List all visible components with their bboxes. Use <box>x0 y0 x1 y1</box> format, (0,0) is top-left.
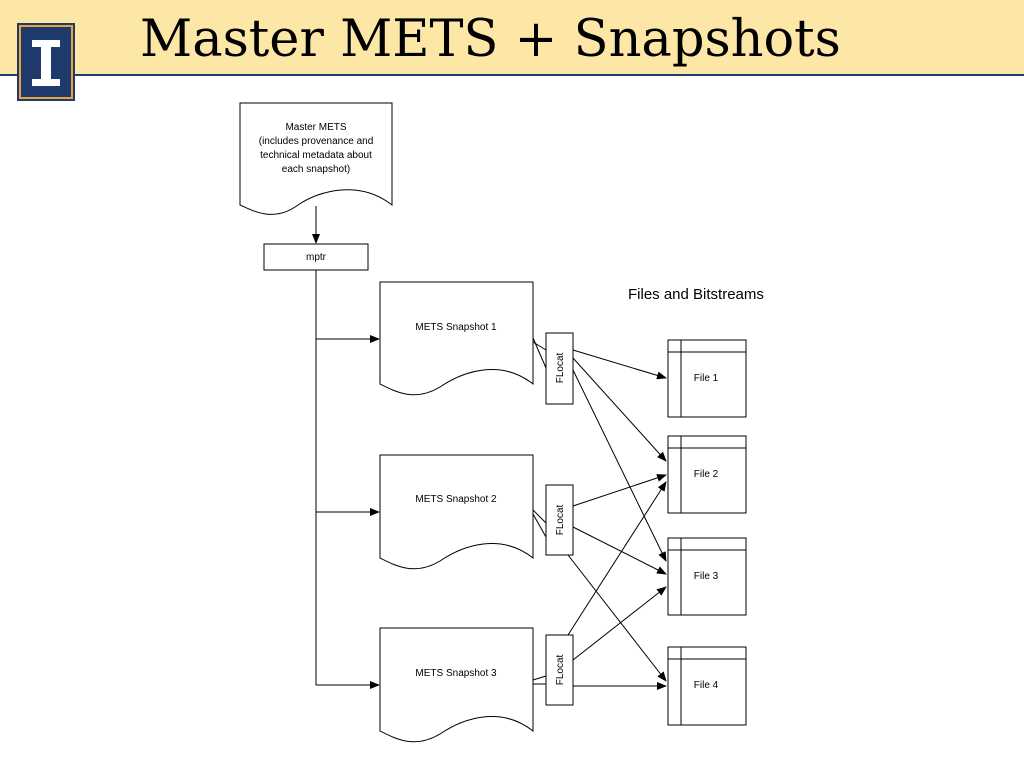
page-title: Master METS + Snapshots <box>140 10 841 69</box>
master-mets-line-2: (includes provenance and <box>259 136 374 147</box>
file-4-label: File 4 <box>694 680 719 691</box>
master-mets-line-4: each snapshot) <box>282 164 350 175</box>
master-mets-line-1: Master METS <box>285 122 346 133</box>
title-bar <box>0 0 1024 76</box>
master-mets-document: Master METS (includes provenance and tec… <box>239 102 393 215</box>
file-box-4: File 4 <box>667 646 747 726</box>
flocat-2-arrows <box>567 474 667 682</box>
illinois-logo-icon <box>17 23 75 101</box>
mets-snapshot-2: METS Snapshot 2 <box>379 454 534 570</box>
snapshot-flocat-links <box>532 337 547 685</box>
mets-snapshot-3-label: METS Snapshot 3 <box>415 668 497 679</box>
flocat-1-arrows <box>572 349 667 562</box>
file-box-1: File 1 <box>667 339 747 418</box>
mets-snapshot-1-label: METS Snapshot 1 <box>415 322 497 333</box>
flocat-box-3: FLocat <box>545 634 574 706</box>
flocat-box-1: FLocat <box>545 332 574 405</box>
flocat-3-arrows <box>567 481 667 690</box>
flocat-label-2: FLocat <box>555 504 566 535</box>
mets-snapshot-3: METS Snapshot 3 <box>379 627 534 743</box>
mets-snapshot-2-label: METS Snapshot 2 <box>415 494 497 505</box>
file-box-3: File 3 <box>667 537 747 616</box>
flocat-label-1: FLocat <box>555 352 566 383</box>
mptr-box: mptr <box>263 243 369 271</box>
file-1-label: File 1 <box>694 373 719 384</box>
file-2-label: File 2 <box>694 469 719 480</box>
mets-snapshot-1: METS Snapshot 1 <box>379 281 534 396</box>
file-3-label: File 3 <box>694 571 719 582</box>
mptr-label: mptr <box>306 252 327 263</box>
master-mets-line-3: technical metadata about <box>260 150 372 161</box>
flocat-label-3: FLocat <box>555 654 566 685</box>
flocat-box-2: FLocat <box>545 484 574 556</box>
files-heading: Files and Bitstreams <box>628 286 764 303</box>
file-box-2: File 2 <box>667 435 747 514</box>
